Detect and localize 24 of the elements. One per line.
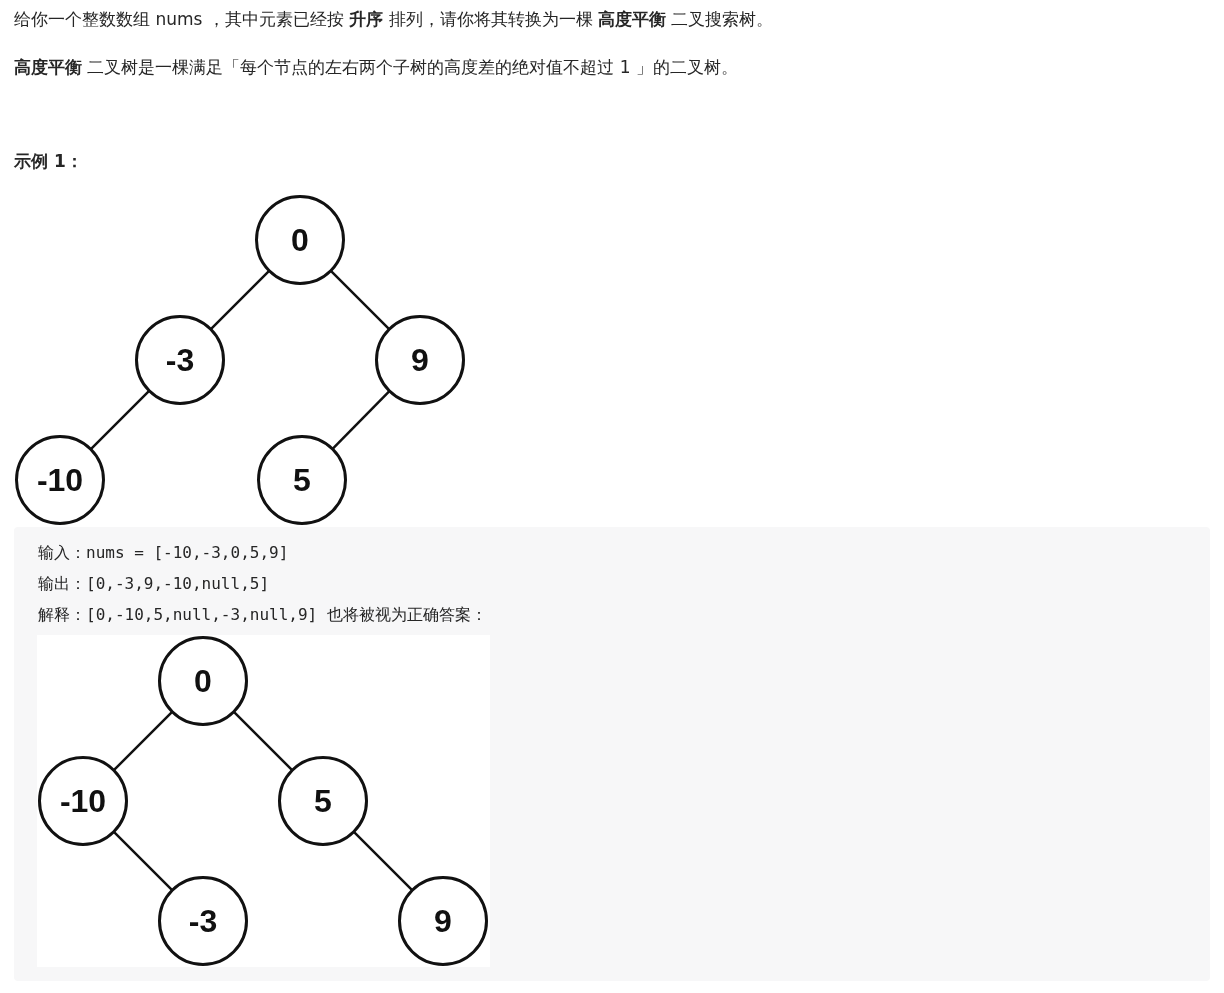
tree-node: 0 <box>255 195 345 285</box>
tree-node: 5 <box>278 756 368 846</box>
tree-edge <box>331 390 391 450</box>
tree-edge <box>113 711 173 771</box>
example-heading: 示例 1： <box>14 150 83 173</box>
paragraph: 给你一个整数数组 nums ，其中元素已经按 升序 排列，请你将其转换为一棵 高度平衡 二叉搜索树。 <box>14 8 774 31</box>
tree-node: 9 <box>398 876 488 966</box>
tree-edge <box>113 831 173 891</box>
tree-node: 0 <box>158 636 248 726</box>
tree-node: -3 <box>135 315 225 405</box>
code-line: 解释：[0,-10,5,null,-3,null,9] 也将被视为正确答案： <box>38 605 487 626</box>
tree-edge <box>353 831 413 891</box>
code-line: 输入：nums = [-10,-3,0,5,9] <box>38 543 289 564</box>
tree-node: -10 <box>38 756 128 846</box>
tree-edge <box>233 711 293 771</box>
tree-edge <box>90 390 150 450</box>
tree-edge <box>210 270 270 330</box>
code-line: 输出：[0,-3,9,-10,null,5] <box>38 574 270 595</box>
tree-node: -3 <box>158 876 248 966</box>
tree-node: 9 <box>375 315 465 405</box>
tree-node: 5 <box>257 435 347 525</box>
tree-edge <box>330 270 390 330</box>
paragraph: 高度平衡 二叉树是一棵满足「每个节点的左右两个子树的高度差的绝对值不超过 1 」的二叉树。 <box>14 56 739 79</box>
tree-node: -10 <box>15 435 105 525</box>
